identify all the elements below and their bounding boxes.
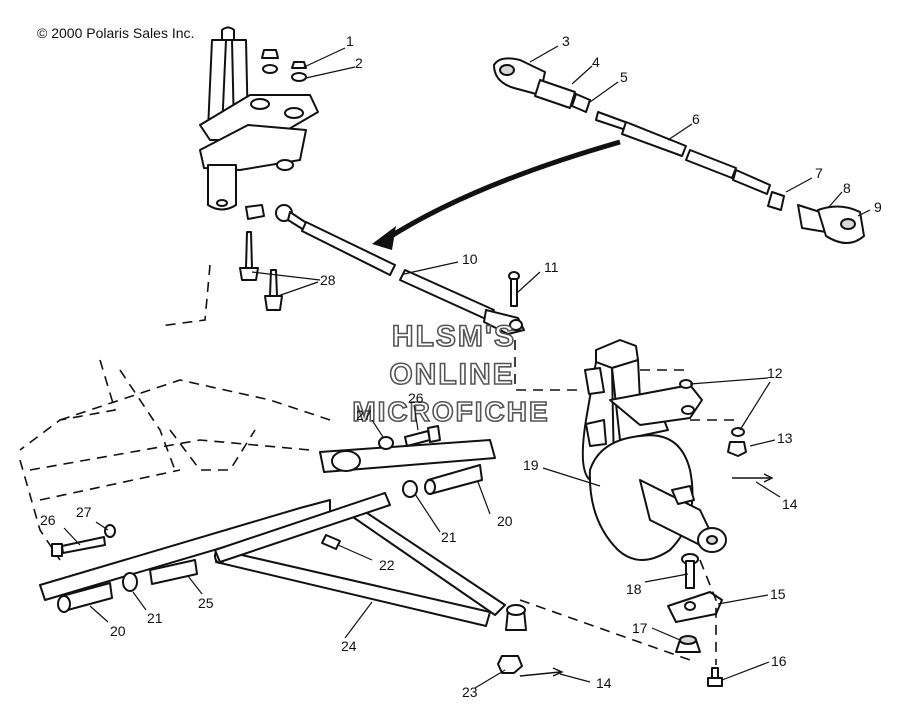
callout-14-bottom: 14 <box>596 675 612 691</box>
callout-17: 17 <box>632 620 648 636</box>
callout-21-left: 21 <box>147 610 163 626</box>
watermark-line-2: ONLINE <box>389 358 514 391</box>
callout-15: 15 <box>770 586 786 602</box>
callout-16: 16 <box>771 653 787 669</box>
watermark-line-3: MICROFICHE <box>352 396 549 427</box>
callout-9: 9 <box>874 199 882 215</box>
callout-6: 6 <box>692 111 700 127</box>
callout-19: 19 <box>523 457 539 473</box>
callout-14-right: 14 <box>782 496 798 512</box>
callout-20-left: 20 <box>110 623 126 639</box>
callout-20-right: 20 <box>497 513 513 529</box>
bolt-11 <box>508 271 520 307</box>
callout-10: 10 <box>462 251 478 267</box>
callout-12: 12 <box>767 365 783 381</box>
callout-3: 3 <box>562 33 570 49</box>
copyright-notice: © 2000 Polaris Sales Inc. <box>37 25 195 41</box>
callout-23: 23 <box>462 684 478 700</box>
callout-7: 7 <box>815 165 823 181</box>
callout-26-left: 26 <box>40 512 56 528</box>
callout-27-upper: 27 <box>356 407 372 423</box>
callout-13: 13 <box>777 430 793 446</box>
callout-18: 18 <box>626 581 642 597</box>
callout-5: 5 <box>620 69 628 85</box>
callout-27-left: 27 <box>76 504 92 520</box>
tie-rod-end-parts <box>493 57 865 244</box>
steering-post-assembly <box>199 26 319 211</box>
callout-22: 22 <box>379 557 395 573</box>
callout-26-upper: 26 <box>408 390 424 406</box>
callout-11: 11 <box>544 259 559 275</box>
callout-24: 24 <box>341 638 357 654</box>
leader-lines <box>63 45 871 689</box>
frame-outline <box>19 264 740 561</box>
assembly-direction-arrow <box>372 139 621 250</box>
watermark: HLSM'S ONLINE MICROFICHE <box>352 319 549 428</box>
callout-2: 2 <box>355 55 363 71</box>
callout-28: 28 <box>320 272 336 288</box>
a-arm-assembly <box>39 425 564 677</box>
callout-4: 4 <box>592 54 600 70</box>
callout-25: 25 <box>198 595 214 611</box>
callout-21-right: 21 <box>441 529 457 545</box>
callout-8: 8 <box>843 180 851 196</box>
callout-1: 1 <box>346 33 354 49</box>
watermark-line-1: HLSM'S <box>392 320 516 353</box>
callout-numbers: 1 2 3 4 5 6 7 8 9 10 11 12 13 14 15 16 1… <box>40 33 882 700</box>
tie-rod-assembly <box>239 204 525 335</box>
